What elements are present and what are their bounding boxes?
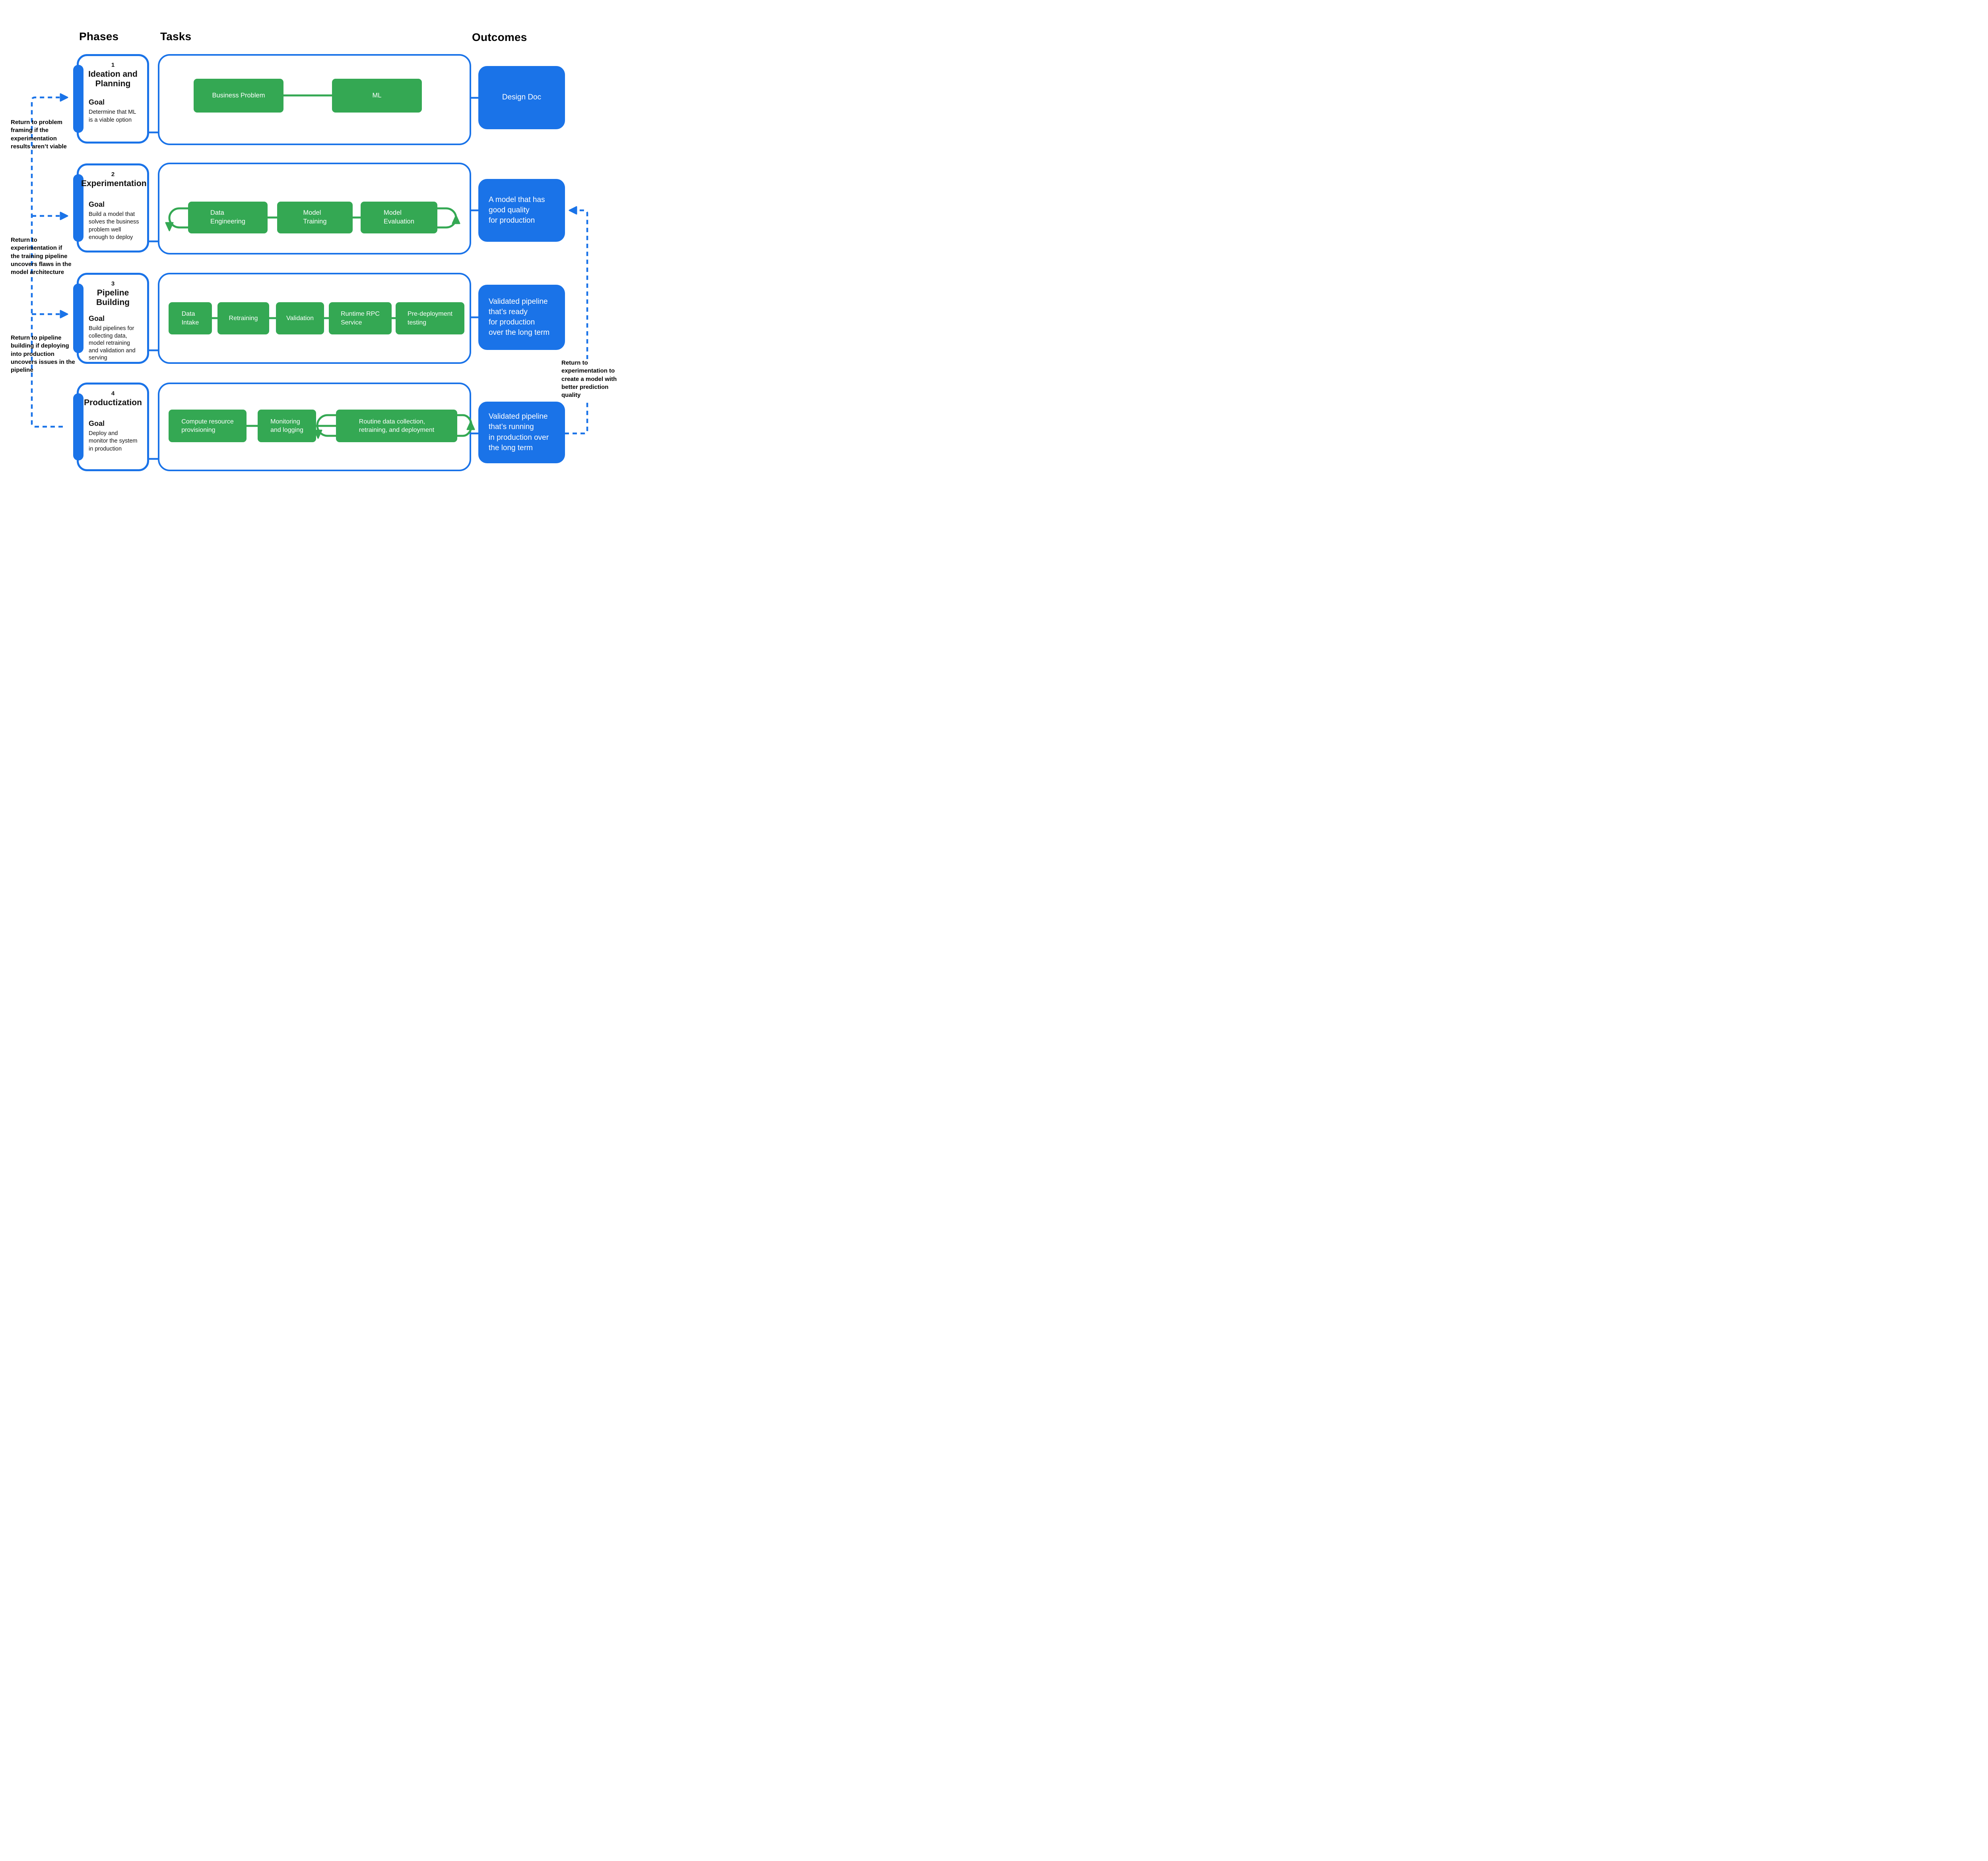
annotation-return-to-problem-framing: Return to problem framing if the experim… [11, 119, 67, 150]
outcome-good-quality-model: A model that has good quality for produc… [478, 179, 565, 242]
right-return-path [565, 209, 588, 435]
phase-title: Productization [84, 398, 142, 407]
phase-number: 3 [111, 280, 115, 287]
task-runtime-rpc-service: Runtime RPC Service [329, 302, 392, 334]
phase-card-ideation-planning: 1 Ideation and Planning Goal Determine t… [73, 54, 149, 144]
goal-label: Goal [89, 98, 105, 107]
task-routine-data-collection: Routine data collection, retraining, and… [336, 410, 457, 442]
ml-workflow-diagram: Phases Tasks Outcomes 1 Ideation and Pla… [0, 0, 623, 514]
phase-card-experimentation: 2 Experimentation Goal Build a model tha… [73, 163, 149, 253]
phase-title: Experimentation [81, 179, 147, 188]
outcomes-column-header: Outcomes [472, 31, 527, 43]
task-monitoring-and-logging: Monitoring and logging [258, 410, 316, 442]
task-business-problem: Business Problem [194, 79, 283, 113]
goal-text: Build pipelines for collecting data, mod… [89, 325, 136, 361]
arrowhead-right-icon [60, 212, 68, 220]
task-validation: Validation [276, 302, 324, 334]
task-data-engineering: Data Engineering [188, 202, 268, 233]
annotation-return-for-better-prediction: Return to experimentation to create a mo… [561, 359, 622, 400]
goal-text: Build a model that solves the business p… [89, 211, 139, 241]
goal-label: Goal [89, 200, 105, 209]
goal-text: Determine that ML is a viable option [89, 109, 136, 123]
annotation-return-to-experimentation: Return to experimentation if the trainin… [11, 237, 72, 276]
arrowhead-right-icon [60, 93, 68, 102]
phase-title: Ideation and Planning [88, 70, 138, 89]
phases-column-header: Phases [79, 30, 119, 43]
phase-number: 2 [111, 171, 115, 178]
phase-card-pipeline-building: 3 Pipeline Building Goal Build pipelines… [73, 273, 149, 364]
arrowhead-left-icon [569, 206, 577, 215]
goal-label: Goal [89, 420, 105, 428]
goal-text: Deploy and monitor the system in product… [89, 430, 138, 452]
outcome-design-doc: Design Doc [478, 66, 565, 129]
goal-label: Goal [89, 315, 105, 323]
phase-number: 4 [111, 390, 115, 397]
phase-title: Pipeline Building [96, 288, 130, 307]
task-model-evaluation: Model Evaluation [361, 202, 437, 233]
task-ml: ML [332, 79, 422, 113]
task-compute-resource-provisioning: Compute resource provisioning [169, 410, 247, 442]
arrowhead-right-icon [60, 310, 68, 319]
outcome-validated-pipeline-running: Validated pipeline that’s running in pro… [478, 402, 565, 463]
phase-card-productization: 4 Productization Goal Deploy and monitor… [73, 383, 149, 471]
phase-number: 1 [111, 62, 115, 68]
tasks-column-header: Tasks [160, 30, 192, 43]
task-pre-deployment-testing: Pre-deployment testing [396, 302, 464, 334]
task-retraining: Retraining [217, 302, 269, 334]
task-model-training: Model Training [277, 202, 353, 233]
annotation-return-to-pipeline-building: Return to pipeline building if deploying… [11, 334, 75, 373]
task-data-intake: Data Intake [169, 302, 212, 334]
outcome-validated-pipeline-ready: Validated pipeline that’s ready for prod… [478, 285, 565, 350]
